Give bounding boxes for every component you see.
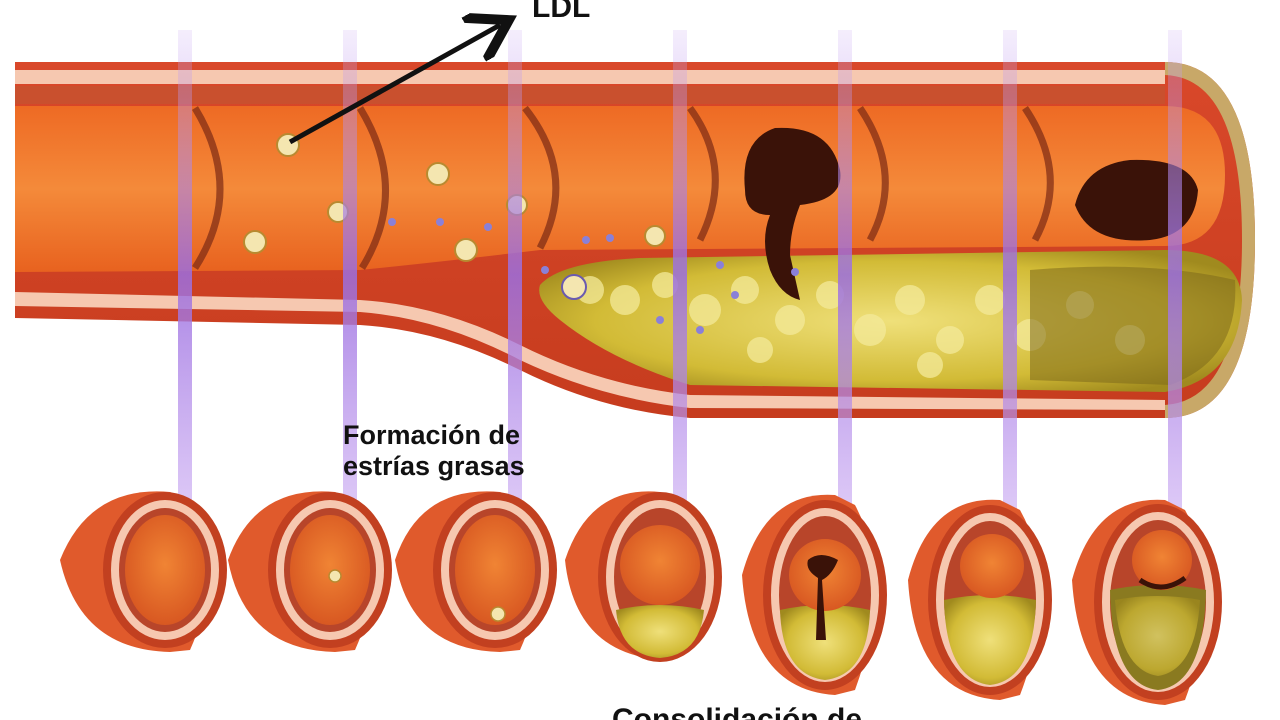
section-curve-4 [687, 105, 719, 242]
fibrous-cap [1030, 266, 1236, 385]
cross-section-6 [908, 499, 1052, 700]
ldl-label: LDL [532, 0, 591, 24]
cross-sections [60, 491, 1222, 705]
artery-adventitia-top [15, 70, 1165, 84]
clot-2 [1075, 159, 1198, 241]
artery-longitudinal [15, 62, 1255, 418]
monocyte-dots [388, 218, 799, 334]
clot-1 [744, 127, 841, 300]
guide-line-3 [508, 30, 522, 520]
cross-section-3 [395, 491, 557, 652]
section-curve-6 [1022, 106, 1054, 242]
guide-line-5 [838, 30, 852, 520]
fatty-streaks-label-line2: estrías grasas [343, 451, 525, 482]
section-curve-5 [857, 106, 889, 242]
guide-line-6 [1003, 30, 1017, 520]
section-curve-1 [192, 106, 224, 270]
cross-section-5 [742, 494, 887, 695]
guide-line-4 [673, 30, 687, 520]
cross-section-4 [565, 491, 722, 662]
artery-adventitia-bottom [15, 292, 1165, 410]
guide-line-1 [178, 30, 192, 520]
artery-intima-top [15, 86, 1165, 104]
fatty-streaks-label: Formación de estrías grasas [343, 420, 573, 482]
cross-section-2 [228, 491, 392, 652]
section-curve-3 [522, 105, 560, 250]
fatty-streaks-label-line1: Formación de [343, 420, 521, 450]
guide-lines [178, 30, 1182, 520]
consolidation-label: Consolidación de [612, 703, 863, 720]
artery-lumen [15, 106, 1225, 272]
guide-line-2 [343, 30, 357, 520]
cross-section-7 [1072, 499, 1222, 705]
section-curve-2 [357, 106, 389, 270]
ldl-arrow [288, 25, 500, 145]
guide-line-7 [1168, 30, 1182, 520]
cross-section-1 [60, 491, 227, 652]
